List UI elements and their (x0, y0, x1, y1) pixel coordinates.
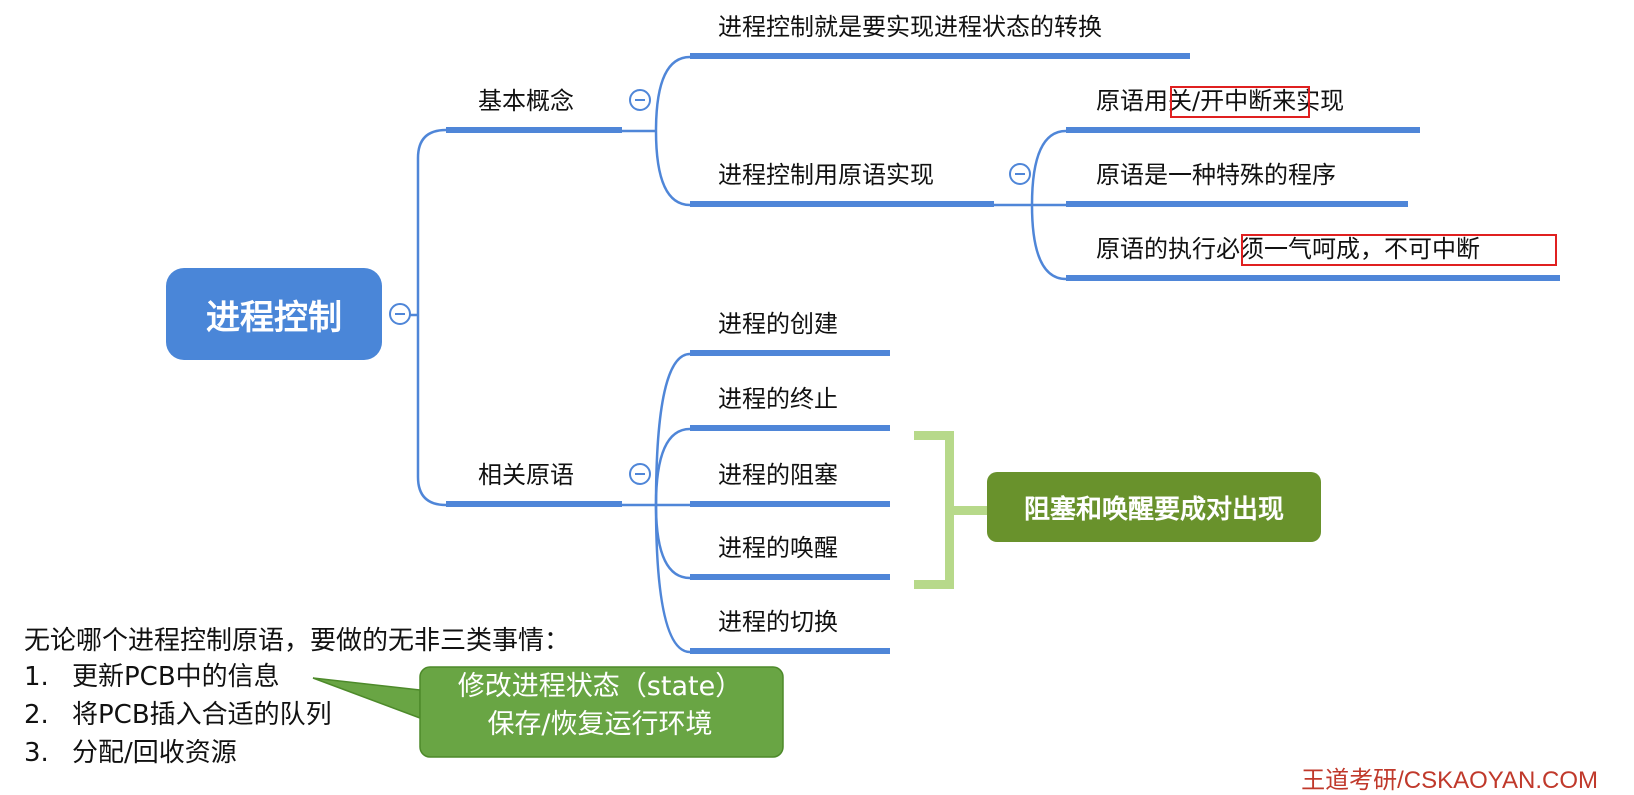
callout-box[interactable]: 修改进程状态（state） 保存/恢复运行环境 (420, 668, 780, 744)
bracket-top (914, 431, 954, 440)
watermark: 王道考研/CSKAOYAN.COM (1301, 767, 1598, 794)
callout-line-2: 保存/恢复运行环境 (487, 709, 713, 740)
branch-related-underline (446, 501, 622, 507)
related-child-create-underline (690, 350, 890, 356)
summary-item-3-num: 3. (24, 738, 49, 768)
related-child-block-underline (690, 501, 890, 507)
primitive-detail-1-underline (1066, 127, 1420, 133)
branch-basic-underline (446, 127, 622, 133)
summary-item-2: 2. 将PCB插入合适的队列 (24, 697, 332, 733)
branch-basic-collapse-icon[interactable] (629, 89, 651, 111)
summary-item-2-num: 2. (24, 700, 49, 730)
pair-note[interactable]: 阻塞和唤醒要成对出现 (987, 472, 1321, 542)
summary-item-3: 3. 分配/回收资源 (24, 735, 237, 771)
root-label: 进程控制 (206, 297, 342, 338)
pair-note-text: 阻塞和唤醒要成对出现 (1023, 494, 1284, 525)
related-child-wakeup-underline (690, 574, 890, 580)
basic-child-transition[interactable]: 进程控制就是要实现进程状态的转换 (718, 13, 1102, 41)
primitive-detail-2[interactable]: 原语是一种特殊的程序 (1096, 161, 1336, 189)
summary-item-1-num: 1. (24, 662, 49, 692)
basic-child-transition-underline (690, 53, 1190, 59)
summary-item-3-text: 分配/回收资源 (72, 738, 237, 768)
primitive-detail-2-underline (1066, 201, 1408, 207)
basic-child-primitive-underline (690, 201, 994, 207)
root-node[interactable]: 进程控制 (166, 268, 382, 360)
branch-related-collapse-icon[interactable] (629, 463, 651, 485)
related-child-create[interactable]: 进程的创建 (718, 310, 838, 338)
related-child-switch[interactable]: 进程的切换 (718, 608, 838, 636)
highlight-box-interrupt (1170, 86, 1310, 118)
related-child-terminate-underline (690, 425, 890, 431)
highlight-box-atomic (1241, 234, 1557, 266)
related-child-block[interactable]: 进程的阻塞 (718, 461, 838, 489)
summary-item-2-text: 将PCB插入合适的队列 (72, 700, 332, 730)
summary-item-1-text: 更新PCB中的信息 (72, 662, 280, 692)
basic-child-primitive[interactable]: 进程控制用原语实现 (718, 161, 934, 189)
related-child-terminate[interactable]: 进程的终止 (718, 385, 838, 413)
summary-intro: 无论哪个进程控制原语，要做的无非三类事情： (24, 626, 571, 656)
primitive-detail-3[interactable]: 原语的执行必须一气呵成，不可中断 (1096, 235, 1480, 263)
branch-related-label[interactable]: 相关原语 (478, 461, 574, 489)
bracket-spine (945, 431, 954, 589)
root-collapse-icon[interactable] (389, 303, 411, 325)
related-child-wakeup[interactable]: 进程的唤醒 (718, 534, 838, 562)
bracket-bottom (914, 580, 954, 589)
primitive-collapse-icon[interactable] (1009, 163, 1031, 185)
callout-line-1: 修改进程状态（state） (457, 671, 743, 702)
branch-basic-label[interactable]: 基本概念 (478, 87, 574, 115)
primitive-detail-3-underline (1066, 275, 1560, 281)
summary-item-1: 1. 更新PCB中的信息 (24, 659, 280, 695)
bracket-stem (954, 506, 987, 515)
primitive-detail-1[interactable]: 原语用关/开中断来实现 (1096, 87, 1345, 115)
related-child-switch-underline (690, 648, 890, 654)
